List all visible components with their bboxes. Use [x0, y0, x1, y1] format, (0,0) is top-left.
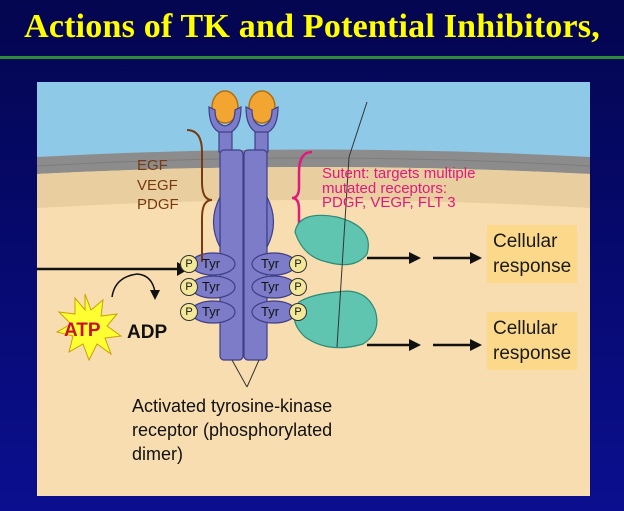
diagram-graphics — [37, 82, 590, 496]
phosphate-icon: P — [180, 278, 198, 296]
ligand-list: EGF VEGF PDGF — [137, 156, 179, 215]
caption-line-3: dimer) — [132, 444, 184, 464]
membrane-inner — [37, 167, 590, 208]
response-line-2: response — [493, 343, 572, 364]
atp-star — [55, 293, 123, 362]
phosphate-icon: P — [289, 303, 307, 321]
atp-label: ATP — [64, 320, 101, 341]
response-line-1: Cellular — [493, 231, 558, 252]
response-line-2: response — [493, 256, 572, 277]
phosphate-icon: P — [289, 278, 307, 296]
title-divider — [0, 56, 624, 59]
cellular-response-box: Cellular response — [487, 312, 577, 370]
ligand-brace — [186, 129, 213, 262]
sutent-line-2: mutated receptors: — [322, 179, 448, 197]
adp-label: ADP — [127, 322, 168, 343]
cell-membrane — [37, 149, 590, 174]
ligand-egf: EGF — [137, 157, 168, 174]
kinase-protein-upper — [294, 214, 369, 266]
caption-pointer — [231, 359, 248, 388]
response-line-1: Cellular — [493, 318, 558, 339]
cellular-response-box: Cellular response — [487, 225, 577, 283]
pointer-line-sutent — [336, 156, 350, 348]
tk-diagram: Tyr Tyr Tyr Tyr Tyr Tyr P P P P P P EGF … — [37, 82, 590, 496]
sutent-note: Sutent: targets multiple mutated recepto… — [322, 165, 476, 211]
extracellular-region — [37, 82, 590, 157]
tyr-label: Tyr — [202, 304, 221, 319]
tyr-label: Tyr — [202, 256, 221, 271]
atp-adp-arrow — [111, 273, 156, 298]
tyr-label: Tyr — [261, 256, 280, 271]
phosphate-icon: P — [180, 255, 198, 273]
phosphate-icon: P — [180, 303, 198, 321]
receptor-caption: Activated tyrosine-kinase receptor (phos… — [132, 394, 332, 466]
caption-line-1: Activated tyrosine-kinase — [132, 396, 333, 416]
phosphate-icon: P — [289, 255, 307, 273]
ligand-ball-left — [211, 90, 239, 124]
sutent-line-3: PDGF, VEGF, FLT 3 — [322, 194, 456, 211]
receptor-dimer — [190, 90, 297, 361]
slide-title: Actions of TK and Potential Inhibitors, — [24, 8, 600, 45]
tyr-label: Tyr — [202, 279, 221, 294]
kinase-protein-lower — [293, 290, 378, 349]
ligand-vegf: VEGF — [137, 176, 178, 194]
ligand-pdgf: PDGF — [137, 196, 179, 213]
tyr-label: Tyr — [261, 279, 280, 294]
ligand-ball-right — [248, 90, 276, 124]
caption-line-2: receptor (phosphorylated — [132, 420, 333, 440]
sutent-line-1: Sutent: targets multiple — [322, 165, 476, 182]
tyr-label: Tyr — [261, 304, 280, 319]
